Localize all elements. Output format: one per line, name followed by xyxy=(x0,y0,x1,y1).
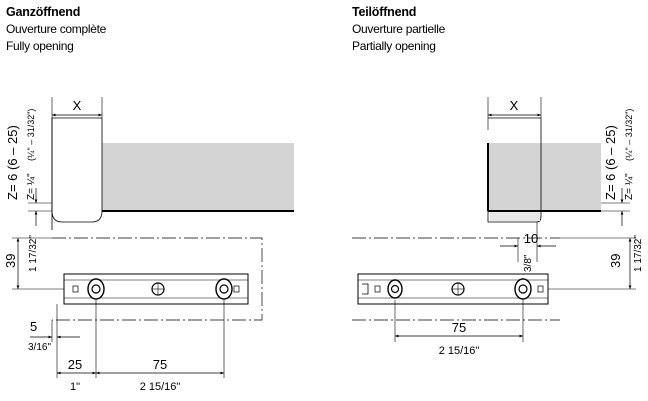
left-h39-label: 39 xyxy=(3,254,18,268)
right-screw-hole-center xyxy=(451,282,465,296)
right-title: Teilöffnend xyxy=(352,5,417,19)
right-screw-hole-2 xyxy=(514,278,532,300)
right-subtitle-fr: Ouverture partielle xyxy=(352,22,446,36)
left-drawing: X Z= 6 (6 – 25) Z= ¼" (¼" – 31/32") 39 1… xyxy=(3,97,294,393)
left-screw-hole-1 xyxy=(87,278,105,300)
left-screw-hole-2 xyxy=(215,278,233,300)
left-screw-hole-center xyxy=(151,282,165,296)
left-d5-inch: 3/16" xyxy=(28,342,51,353)
right-heading: Teilöffnend Ouverture partielle Partiall… xyxy=(352,4,445,55)
left-d25-label: 25 xyxy=(68,357,82,372)
left-d75-inch: 2 15/16" xyxy=(140,381,181,393)
right-h39-label: 39 xyxy=(608,254,623,268)
right-drawing: X Z= 6 (6 – 25) Z= ¼" (¼" – 31/32") 10 3… xyxy=(352,97,644,357)
left-z-inch-a: Z= ¼" xyxy=(25,173,37,200)
right-screw-hole-1 xyxy=(387,279,403,299)
left-title: Ganzöffnend xyxy=(6,5,81,19)
right-cabinet-panel xyxy=(488,143,601,211)
left-hidden-outline xyxy=(52,237,263,321)
left-x-label: X xyxy=(73,98,82,113)
right-h39-inch: 1 17/32" xyxy=(633,235,644,272)
left-heading: Ganzöffnend Ouverture complète Fully ope… xyxy=(6,4,106,55)
left-z-metric-label: Z= 6 (6 – 25) xyxy=(5,125,20,200)
left-d75-label: 75 xyxy=(153,357,167,372)
left-door xyxy=(51,117,103,223)
right-z-inch-a: Z= ¼" xyxy=(623,173,635,200)
right-d75-inch: 2 15/16" xyxy=(439,345,480,357)
right-d75-label: 75 xyxy=(452,320,466,335)
right-d10-label: 10 xyxy=(524,231,538,246)
right-x-label: X xyxy=(510,98,519,113)
right-z-metric-label: Z= 6 (6 – 25) xyxy=(603,125,618,200)
left-subtitle-en: Fully opening xyxy=(6,39,74,53)
right-hidden-outline xyxy=(352,237,560,321)
right-subtitle-en: Partially opening xyxy=(352,39,436,53)
right-d10-inch: 3/8" xyxy=(523,254,534,272)
left-subtitle-fr: Ouverture complète xyxy=(6,22,106,36)
right-z-inch-b: (¼" – 31/32") xyxy=(624,109,634,161)
left-z-inch-b: (¼" – 31/32") xyxy=(26,109,36,161)
left-d5-label: 5 xyxy=(30,319,37,334)
left-h39-inch: 1 17/32" xyxy=(28,235,39,272)
left-d25-inch: 1" xyxy=(70,381,80,393)
